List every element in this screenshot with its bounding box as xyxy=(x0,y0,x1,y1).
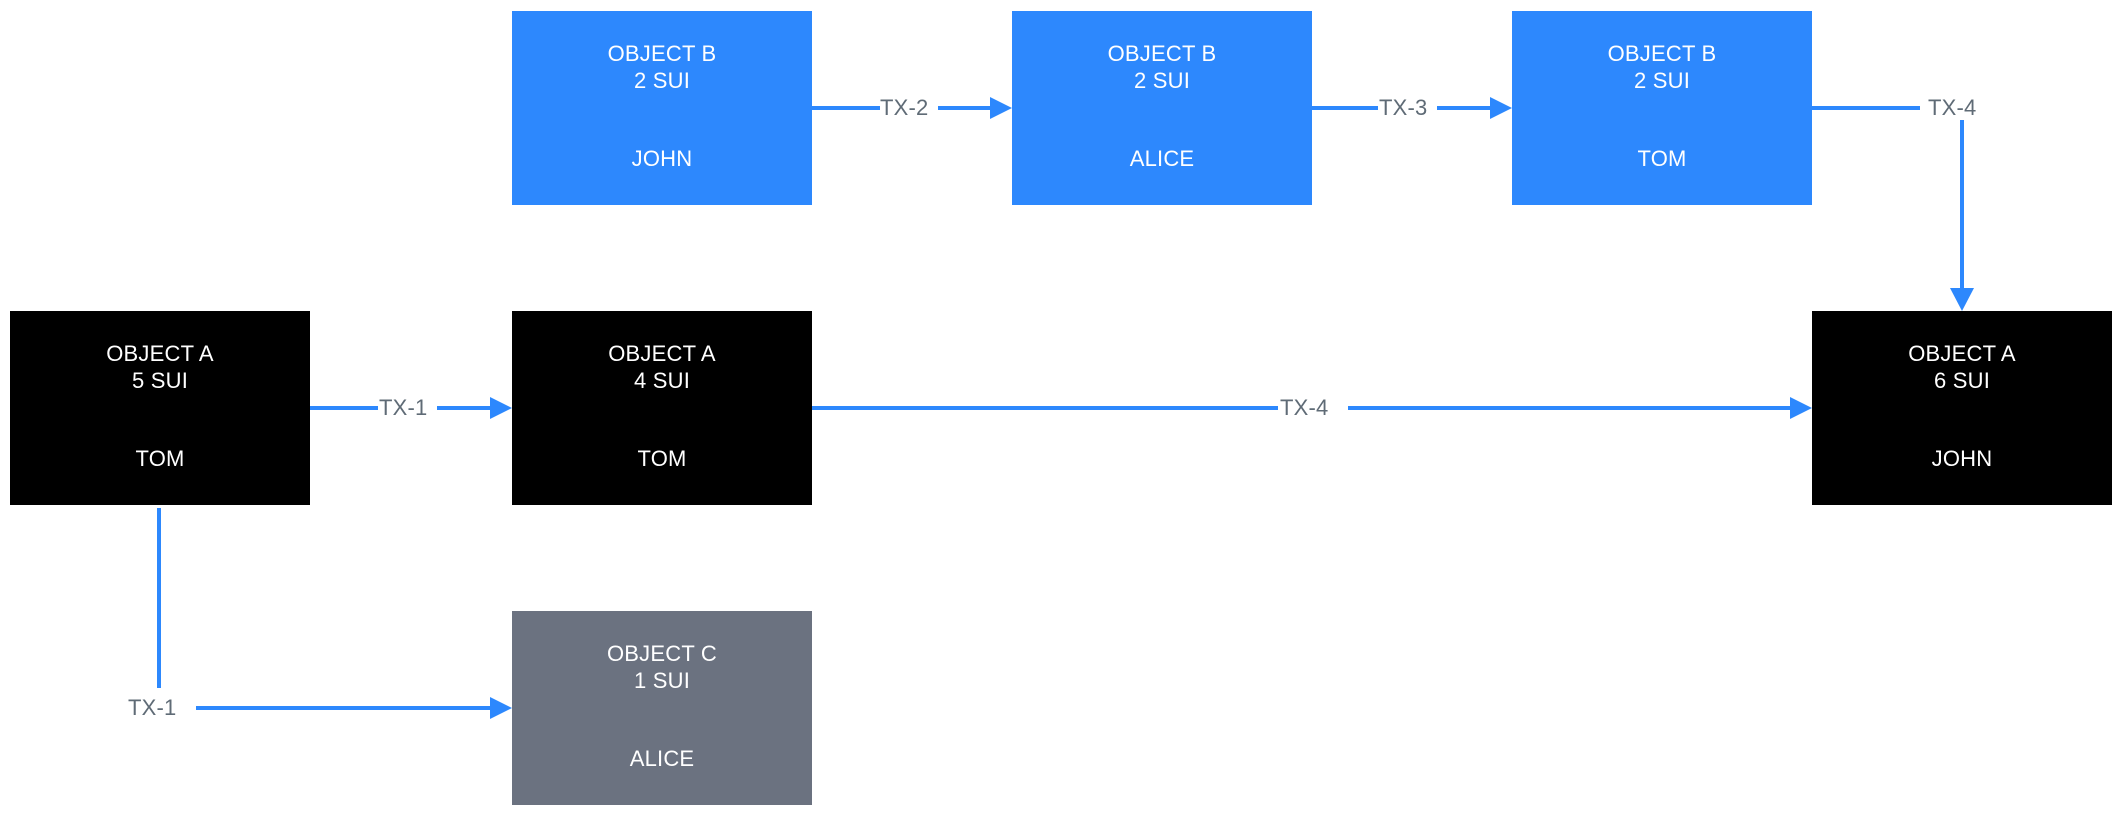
node-title: OBJECT B xyxy=(1107,41,1217,66)
edge-tx-1-to-object-c xyxy=(157,508,512,719)
node-title: OBJECT A xyxy=(608,341,716,366)
node-owner: ALICE xyxy=(1129,146,1195,171)
node-object-c-alice[interactable]: OBJECT C 1 SUI ALICE xyxy=(512,611,812,805)
node-object-a-tom-4[interactable]: OBJECT A 4 SUI TOM xyxy=(512,311,812,505)
node-amount: 1 SUI xyxy=(633,668,691,693)
edge-label-tx-1-object-c: TX-1 xyxy=(128,695,177,720)
edge-label-tx-1-object-a: TX-1 xyxy=(379,395,428,420)
edge-label-tx-2: TX-2 xyxy=(880,95,929,120)
edge-label-tx-4-object-b: TX-4 xyxy=(1928,95,1977,120)
node-owner: ALICE xyxy=(629,746,695,771)
node-amount: 5 SUI xyxy=(131,368,189,393)
edge-tx-1a-arrowhead xyxy=(490,397,512,419)
edge-label-tx-3: TX-3 xyxy=(1379,95,1428,120)
node-object-b-alice[interactable]: OBJECT B 2 SUI ALICE xyxy=(1012,11,1312,205)
node-object-a-tom-5[interactable]: OBJECT A 5 SUI TOM xyxy=(10,311,310,505)
node-owner: JOHN xyxy=(1931,446,1993,471)
edge-tx-4a-arrowhead xyxy=(1790,397,1812,419)
edge-tx-4b-arrowhead xyxy=(1950,288,1974,311)
node-title: OBJECT B xyxy=(607,41,717,66)
node-amount: 4 SUI xyxy=(633,368,691,393)
node-amount: 6 SUI xyxy=(1933,368,1991,393)
edge-tx-4-from-object-a xyxy=(812,397,1812,419)
edge-tx-4-from-object-b xyxy=(1812,106,1974,311)
node-object-b-tom[interactable]: OBJECT B 2 SUI TOM xyxy=(1512,11,1812,205)
node-amount: 2 SUI xyxy=(1133,68,1191,93)
node-owner: TOM xyxy=(1637,146,1687,171)
node-title: OBJECT A xyxy=(1908,341,2016,366)
edge-tx-2 xyxy=(812,97,1012,119)
node-title: OBJECT B xyxy=(1607,41,1717,66)
edge-tx-2-arrowhead xyxy=(990,97,1012,119)
edge-label-tx-4-object-a: TX-4 xyxy=(1280,395,1329,420)
node-object-a-john-6[interactable]: OBJECT A 6 SUI JOHN xyxy=(1812,311,2112,505)
edge-tx-3 xyxy=(1312,97,1512,119)
node-amount: 2 SUI xyxy=(1633,68,1691,93)
edge-tx-3-arrowhead xyxy=(1490,97,1512,119)
node-owner: JOHN xyxy=(631,146,693,171)
node-owner: TOM xyxy=(135,446,185,471)
node-title: OBJECT C xyxy=(607,641,717,666)
node-owner: TOM xyxy=(637,446,687,471)
node-title: OBJECT A xyxy=(106,341,214,366)
edge-tx-1c-arrowhead xyxy=(490,697,512,719)
edge-tx-1-to-object-a xyxy=(310,397,512,419)
node-object-b-john[interactable]: OBJECT B 2 SUI JOHN xyxy=(512,11,812,205)
node-amount: 2 SUI xyxy=(633,68,691,93)
